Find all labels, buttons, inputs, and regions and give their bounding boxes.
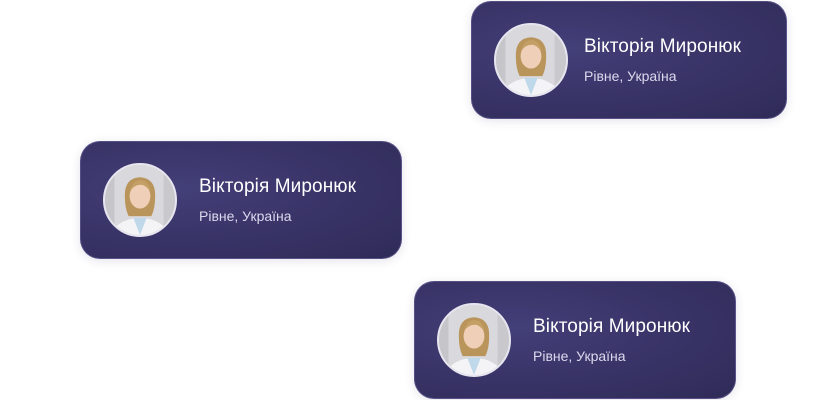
avatar (437, 303, 511, 377)
profile-name: Вікторія Миронюк (199, 175, 357, 197)
person-photo-icon (439, 305, 509, 375)
profile-card[interactable]: Вікторія Миронюк Рівне, Україна (471, 1, 787, 119)
profile-location: Рівне, Україна (533, 347, 626, 364)
profile-name: Вікторія Миронюк (533, 315, 691, 337)
profile-name: Вікторія Миронюк (584, 35, 742, 57)
profile-location: Рівне, Україна (199, 207, 292, 224)
person-photo-icon (496, 25, 566, 95)
profile-card[interactable]: Вікторія Миронюк Рівне, Україна (414, 281, 736, 399)
profile-location: Рівне, Україна (584, 67, 677, 84)
avatar (103, 163, 177, 237)
profile-card[interactable]: Вікторія Миронюк Рівне, Україна (80, 141, 402, 259)
person-photo-icon (105, 165, 175, 235)
avatar (494, 23, 568, 97)
